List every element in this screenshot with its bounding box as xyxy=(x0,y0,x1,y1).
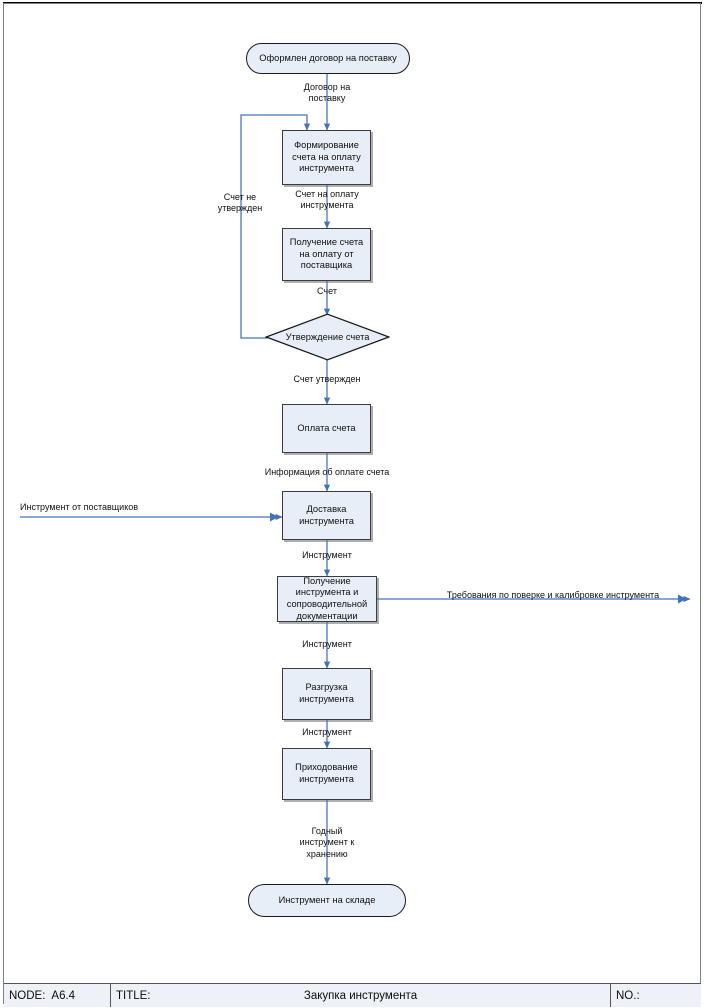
node-unload[interactable]: Разгрузка инструмента xyxy=(282,668,371,720)
node-get-invoice-label: Получение счета на оплату от поставщика xyxy=(289,237,364,271)
diagram-canvas: Оформлен договор на поставку Формировани… xyxy=(20,43,691,917)
edge-label-fit-tool-for-storage: Годный инструмент к хранению xyxy=(299,826,355,859)
decision-diamond-shape xyxy=(265,313,390,361)
node-get-invoice[interactable]: Получение счета на оплату от поставщика xyxy=(282,228,371,281)
node-delivery-label: Доставка инструмента xyxy=(299,503,354,526)
edge-label-invoice-for-payment: Счет на оплату инструмента xyxy=(295,189,359,211)
edge-label-invoice-not-approved: Счет не утвержден xyxy=(217,192,263,214)
node-end[interactable]: Инструмент на складе xyxy=(248,884,406,917)
edge-label-tool-3: Инструмент xyxy=(302,727,352,737)
title-block-node-value: A6.4 xyxy=(51,989,76,1002)
title-block-title-cell: TITLE: Закупка инструмента xyxy=(111,984,611,1007)
node-start-label: Оформлен договор на поставку xyxy=(259,52,397,63)
edge-label-tool-from-suppliers: Инструмент от поставщиков xyxy=(20,502,139,512)
edge-label-tool-1: Инструмент xyxy=(302,550,352,560)
edge-label-invoice: Счет xyxy=(317,286,337,296)
node-form-invoice[interactable]: Формирование счета на оплату инструмента xyxy=(282,130,371,185)
title-block: NODE: A6.4 TITLE: Закупка инструмента NO… xyxy=(4,983,701,1007)
node-receive[interactable]: Получение инструмента и сопроводительной… xyxy=(277,576,377,622)
title-block-node-label: NODE: xyxy=(9,989,46,1002)
title-block-node-cell: NODE: A6.4 xyxy=(4,984,111,1007)
node-posting[interactable]: Приходование инструмента xyxy=(282,748,371,800)
node-end-label: Инструмент на складе xyxy=(278,894,376,905)
edge-label-invoice-approved: Счет утвержден xyxy=(293,374,361,384)
node-pay[interactable]: Оплата счета xyxy=(282,404,371,453)
node-posting-label: Приходование инструмента xyxy=(295,762,358,784)
node-delivery[interactable]: Доставка инструмента xyxy=(282,491,371,540)
node-approve-decision[interactable]: Утверждение счета xyxy=(265,313,390,361)
title-block-no-cell: NO.: xyxy=(611,984,701,1007)
node-pay-label: Оплата счета xyxy=(297,422,356,433)
node-unload-label: Разгрузка инструмента xyxy=(299,682,354,704)
title-block-no-label: NO.: xyxy=(616,989,640,1002)
edge-label-calibration-requirements: Требования по поверке и калибровке инстр… xyxy=(446,590,660,600)
node-approve-label: Утверждение счета xyxy=(285,331,370,342)
node-start[interactable]: Оформлен договор на поставку xyxy=(246,43,410,74)
title-block-title-label: TITLE: xyxy=(116,989,151,1002)
edge-label-tool-2: Инструмент xyxy=(302,639,352,649)
node-form-invoice-label: Формирование счета на оплату инструмента xyxy=(292,140,361,174)
node-receive-label: Получение инструмента и сопроводительной… xyxy=(286,575,368,621)
edge-label-contract: Договор на поставку xyxy=(303,82,351,104)
title-block-title-value: Закупка инструмента xyxy=(303,989,418,1002)
edge-label-payment-info: Информация об оплате счета xyxy=(264,467,390,477)
